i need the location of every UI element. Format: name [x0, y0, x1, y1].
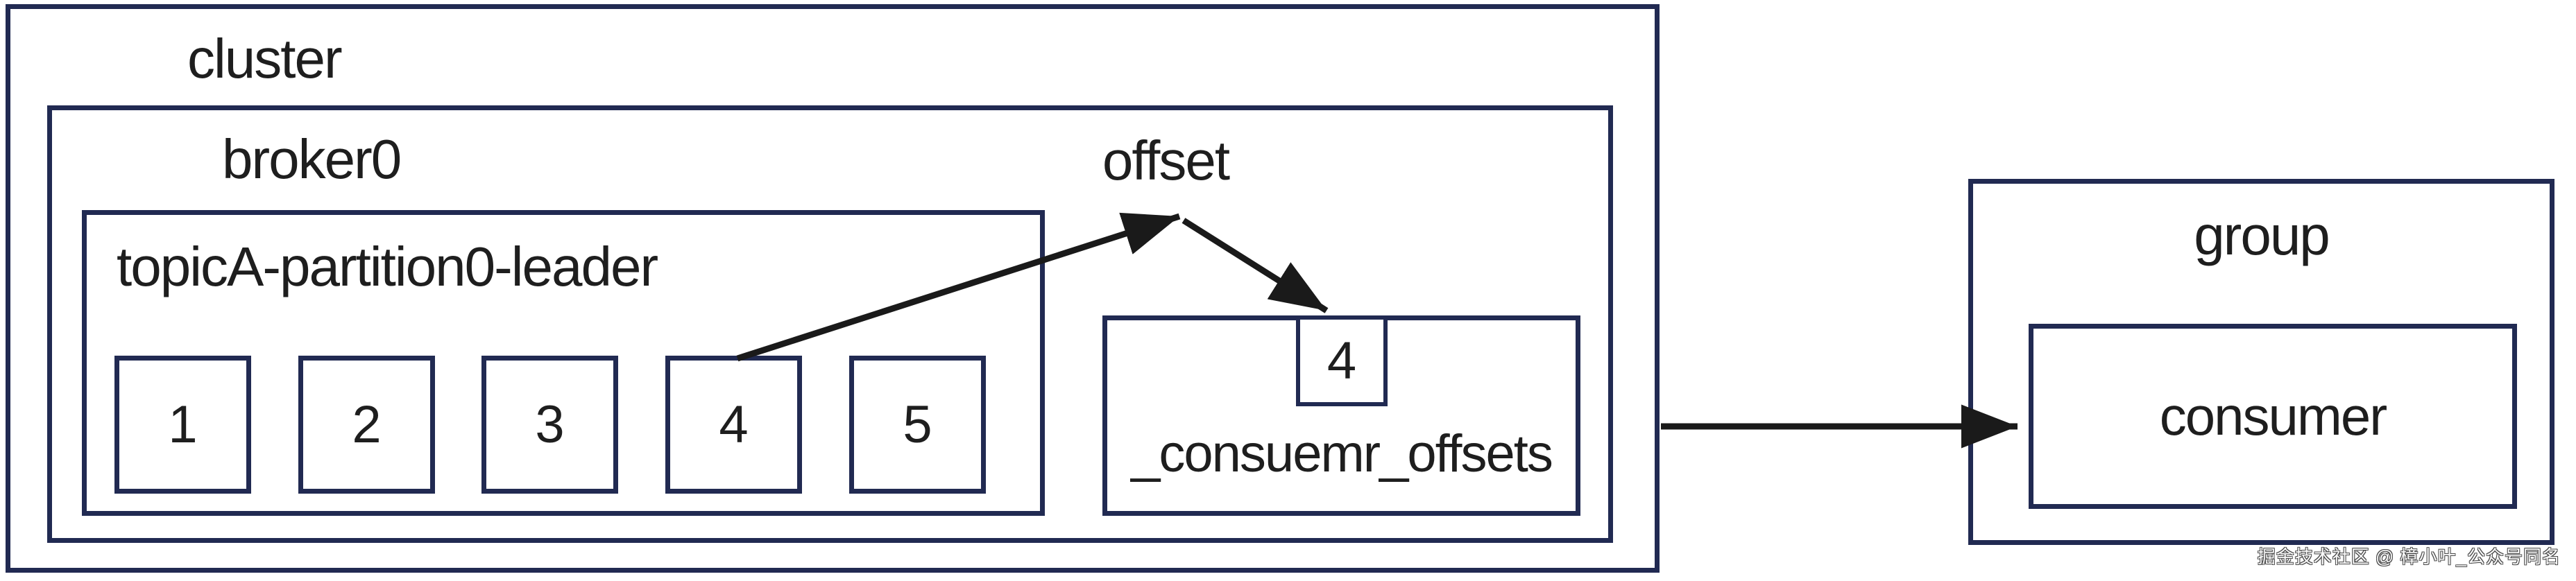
consumer-offsets-topic-label: _consuemr_offsets — [1131, 424, 1553, 483]
broker-box: broker0 offset topicA-partition0-leader … — [47, 105, 1613, 543]
consumer-offsets-topic-box: 4 _consuemr_offsets — [1102, 315, 1580, 516]
watermark: 掘金技术社区 @ 樟小叶_公众号同名 — [2257, 546, 2561, 567]
cluster-box: cluster broker0 offset topicA-partition0… — [6, 4, 1660, 573]
partition-box: topicA-partition0-leader 1 2 3 4 5 — [82, 210, 1045, 516]
cluster-label: cluster — [187, 28, 343, 89]
message-box-5: 5 — [849, 356, 986, 494]
broker-label: broker0 — [222, 128, 402, 190]
group-label: group — [2194, 205, 2330, 266]
consumer-box: consumer — [2029, 324, 2517, 509]
offset-label: offset — [1102, 130, 1230, 191]
message-box-1: 1 — [114, 356, 251, 494]
message-box-4: 4 — [665, 356, 802, 494]
message-box-2: 2 — [298, 356, 435, 494]
message-box-3: 3 — [481, 356, 618, 494]
committed-offset-box: 4 — [1296, 315, 1388, 406]
group-box: group consumer — [1968, 179, 2554, 545]
partition-label: topicA-partition0-leader — [117, 236, 658, 297]
